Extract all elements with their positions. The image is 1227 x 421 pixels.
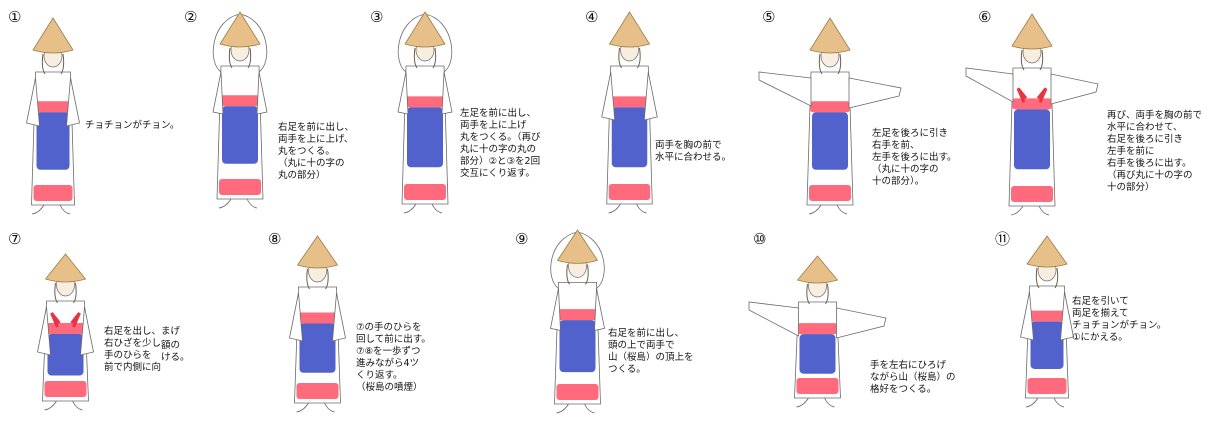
step-number: ⑤ bbox=[762, 8, 776, 26]
dancer-figure bbox=[748, 255, 887, 408]
step-caption: 右足を引いて 両足を揃えて チョチョンがチョン。 ①にかえる。 bbox=[1072, 296, 1167, 343]
dancer-figure bbox=[1020, 235, 1074, 408]
dancer-figure bbox=[758, 17, 902, 215]
step-caption: 左足を後ろに引き 右手を前、 左手を後ろに出す。 （丸に十の字の 十の部分）。 bbox=[872, 128, 957, 187]
step-caption-overlay: 額の ける。 bbox=[161, 340, 190, 363]
step-number: ⑨ bbox=[515, 230, 529, 248]
dancer-figure bbox=[26, 17, 80, 215]
step-caption: 再び、両手を胸の前で 水平に合わせて、 右足を後ろに引き 左手を前に 右手を後ろ… bbox=[1107, 110, 1203, 193]
step-caption: 手を左右にひろげ ながら山（桜島）の 格好をつくる。 bbox=[870, 360, 956, 395]
dancer-figure bbox=[37, 253, 94, 411]
dancer-figure bbox=[965, 13, 1099, 216]
step-caption: 右足を前に出し、 両手を上に上げ、 丸をつくる。 （丸に十の字の 丸の部分） bbox=[278, 122, 355, 181]
step-caption: 右足を出し、まげ 右ひざを少し 手のひらを 前で内側に向 bbox=[104, 326, 181, 373]
step-number: ③ bbox=[370, 8, 384, 26]
dancer-figure bbox=[601, 11, 658, 214]
step-number: ② bbox=[184, 8, 198, 26]
step-caption: ⑦の手のひらを 回して前に出す。 ⑦⑧を一歩ずつ 進みながら4ツ くり返す。 （… bbox=[356, 322, 431, 393]
step-number: ④ bbox=[585, 8, 599, 26]
step-caption: チョチョンがチョン。 bbox=[85, 120, 180, 131]
step-number: ⑧ bbox=[268, 230, 282, 248]
dancer-figure bbox=[397, 11, 453, 214]
step-number: ⑦ bbox=[8, 230, 22, 248]
step-caption: 右足を前に出し、 頭の上で両手で 山（桜島）の頂上を つくる。 bbox=[608, 328, 694, 375]
step-caption: 左足を前に出し、 両手を上に上げ 丸をつくる。（再び 丸に十の字の丸の 部分）②… bbox=[460, 108, 541, 179]
step-number: ⑥ bbox=[978, 8, 992, 26]
dancer-figure bbox=[550, 229, 605, 414]
step-caption: 両手を胸の前で 水平に合わせる。 bbox=[655, 140, 732, 163]
dancer-figure bbox=[212, 11, 268, 209]
step-number: ⑩ bbox=[753, 230, 767, 248]
dancer-figure bbox=[289, 235, 346, 413]
step-number: ① bbox=[8, 8, 22, 26]
step-number: ⑪ bbox=[995, 230, 1011, 248]
